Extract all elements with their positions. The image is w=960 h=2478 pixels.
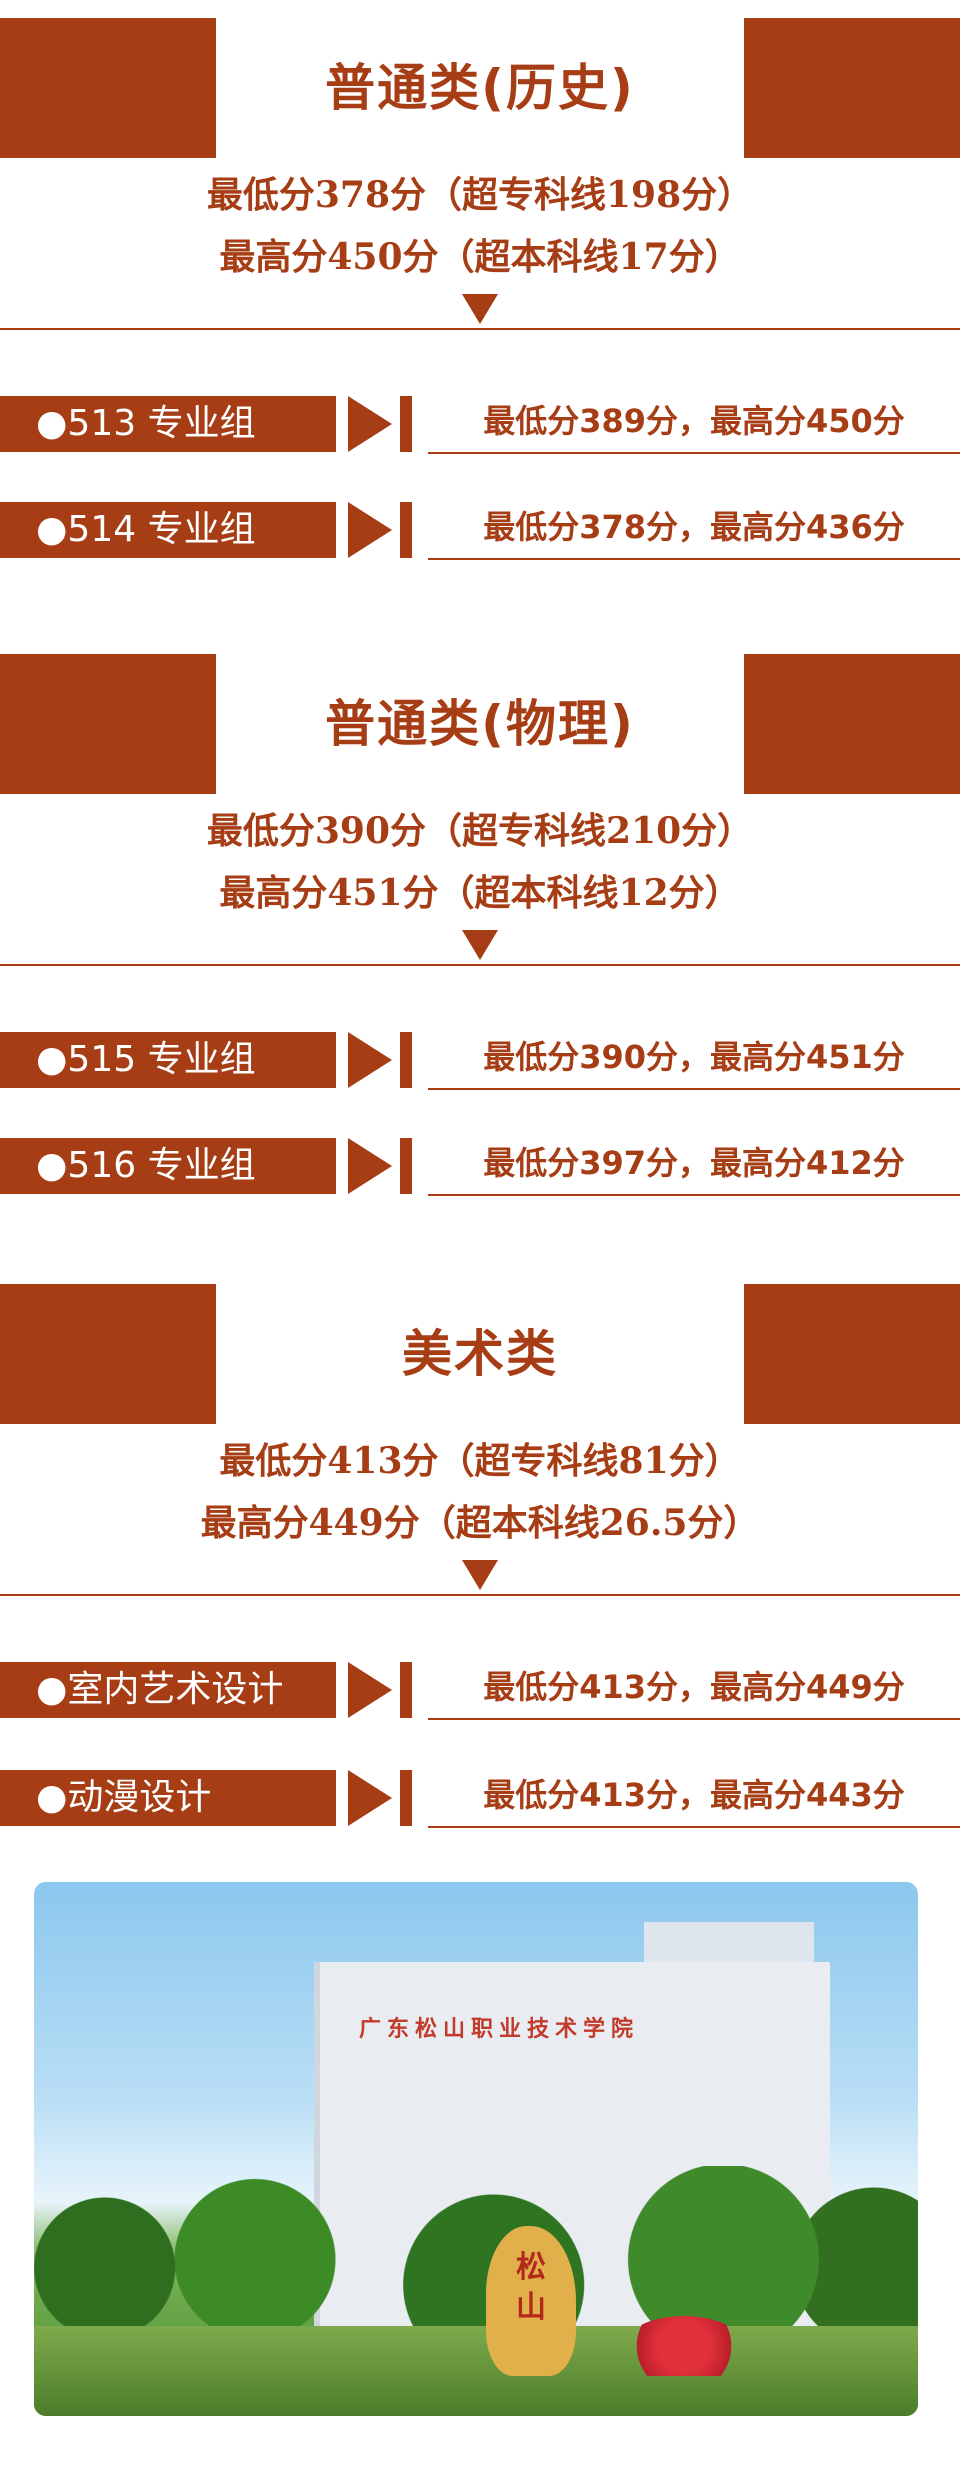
flower-bed (624, 2316, 744, 2376)
section-physics: 普通类(物理) 最低分390分（超专科线210分） 最高分451分（超本科线12… (0, 636, 960, 1206)
header-bar-right (744, 18, 960, 158)
inscribed-stone: 松 山 (486, 2226, 576, 2376)
down-arrow-icon (462, 294, 498, 324)
building-sign: 广东松山职业技术学院 (358, 2016, 639, 2042)
play-arrow-icon (348, 1662, 392, 1718)
bar-icon (400, 1770, 412, 1826)
max-score: 最高分449分（超本科线26.5分） (200, 1502, 760, 1544)
header-bar-left (0, 1284, 216, 1424)
header-bar-left (0, 18, 216, 158)
group-score: 最低分390分，最高分451分 (483, 1038, 905, 1076)
section-history: 普通类(历史) 最低分378分（超专科线198分） 最高分450分（超本科线17… (0, 0, 960, 570)
header-bar-right (744, 1284, 960, 1424)
group-label: ●515 专业组 (0, 1032, 336, 1088)
play-arrow-icon (348, 1770, 392, 1826)
section-title: 普通类(物理) (325, 695, 635, 753)
group-label: ●513 专业组 (0, 396, 336, 452)
group-label: ●室内艺术设计 (0, 1662, 336, 1718)
group-score: 最低分413分，最高分449分 (483, 1668, 905, 1706)
bar-icon (400, 1032, 412, 1088)
max-score: 最高分451分（超本科线12分） (219, 872, 741, 914)
max-score: 最高分450分（超本科线17分） (219, 236, 741, 278)
min-score: 最低分378分（超专科线198分） (206, 174, 754, 216)
row-underline (428, 1718, 960, 1720)
down-arrow-icon (462, 930, 498, 960)
section-title: 普通类(历史) (325, 59, 635, 117)
campus-photo: 广东松山职业技术学院 松 山 (34, 1882, 918, 2416)
group-row: ●514 专业组 最低分378分，最高分436分 (0, 498, 960, 562)
group-score: 最低分378分，最高分436分 (483, 508, 905, 546)
group-score: 最低分389分，最高分450分 (483, 402, 905, 440)
row-underline (428, 1088, 960, 1090)
row-underline (428, 452, 960, 454)
trees (34, 2166, 918, 2336)
bar-icon (400, 502, 412, 558)
group-label: ●514 专业组 (0, 502, 336, 558)
section-title: 美术类 (402, 1325, 558, 1383)
play-arrow-icon (348, 1032, 392, 1088)
header-bar-right (744, 654, 960, 794)
down-arrow-icon (462, 1560, 498, 1590)
header-bar-left (0, 654, 216, 794)
group-score: 最低分413分，最高分443分 (483, 1776, 905, 1814)
bar-icon (400, 396, 412, 452)
row-underline (428, 558, 960, 560)
row-underline (428, 1826, 960, 1828)
lawn (34, 2326, 918, 2416)
bar-icon (400, 1662, 412, 1718)
group-row: ●515 专业组 最低分390分，最高分451分 (0, 1028, 960, 1092)
play-arrow-icon (348, 396, 392, 452)
stone-char: 松 (516, 2250, 546, 2285)
group-row: ●513 专业组 最低分389分，最高分450分 (0, 392, 960, 456)
group-label: ●动漫设计 (0, 1770, 336, 1826)
play-arrow-icon (348, 502, 392, 558)
divider (0, 1594, 960, 1596)
group-label: ●516 专业组 (0, 1138, 336, 1194)
min-score: 最低分413分（超专科线81分） (219, 1440, 741, 1482)
stone-char: 山 (516, 2290, 546, 2325)
group-row: ●516 专业组 最低分397分，最高分412分 (0, 1134, 960, 1198)
divider (0, 328, 960, 330)
row-underline (428, 1194, 960, 1196)
divider (0, 964, 960, 966)
play-arrow-icon (348, 1138, 392, 1194)
group-row: ●动漫设计 最低分413分，最高分443分 (0, 1766, 960, 1830)
group-row: ●室内艺术设计 最低分413分，最高分449分 (0, 1658, 960, 1722)
min-score: 最低分390分（超专科线210分） (206, 810, 754, 852)
section-art: 美术类 最低分413分（超专科线81分） 最高分449分（超本科线26.5分） … (0, 1266, 960, 1836)
bar-icon (400, 1138, 412, 1194)
group-score: 最低分397分，最高分412分 (483, 1144, 905, 1182)
